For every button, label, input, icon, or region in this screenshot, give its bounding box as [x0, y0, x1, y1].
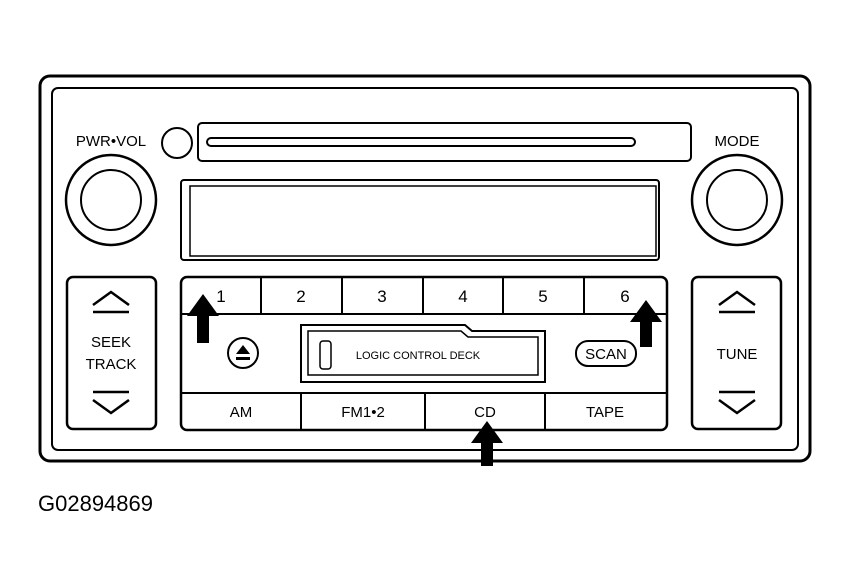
preset-5[interactable]: 5: [538, 287, 547, 306]
deck-label: LOGIC CONTROL DECK: [356, 350, 481, 362]
tune-down-icon[interactable]: [718, 390, 756, 415]
seek-down-icon[interactable]: [92, 390, 130, 415]
seek-up-icon[interactable]: [92, 290, 130, 314]
cassette-door[interactable]: [300, 324, 546, 383]
eject-icon: [236, 345, 250, 354]
display-screen-inner: [189, 185, 657, 257]
tune-up-icon[interactable]: [718, 290, 756, 314]
radio-outer-frame: [38, 74, 812, 463]
figure-id: G02894869: [38, 491, 153, 516]
tune-label: TUNE: [717, 346, 758, 363]
cd-button[interactable]: CD: [474, 404, 496, 421]
radio-inner-frame: [51, 87, 799, 451]
tape-button[interactable]: TAPE: [586, 404, 624, 421]
eject-button[interactable]: [227, 337, 259, 369]
disc-slot[interactable]: [206, 137, 636, 147]
preset-4[interactable]: 4: [458, 287, 467, 306]
pwr-vol-knob-cap: [80, 169, 142, 231]
preset-6[interactable]: 6: [620, 287, 629, 306]
cassette-window: [319, 340, 332, 370]
pwr-vol-knob[interactable]: [64, 153, 158, 247]
preset-2[interactable]: 2: [296, 287, 305, 306]
callout-arrow-cd: [471, 421, 503, 466]
mode-knob-cap: [706, 169, 768, 231]
seek-label: SEEK: [91, 334, 131, 351]
preset-row: [181, 277, 667, 315]
display-screen: [180, 179, 660, 261]
scan-button[interactable]: [575, 340, 637, 367]
indicator-led: [161, 127, 193, 159]
tune-button[interactable]: [690, 275, 783, 431]
preset-1[interactable]: 1: [216, 287, 225, 306]
band-row: [181, 392, 667, 430]
am-button[interactable]: AM: [230, 404, 253, 421]
fm-button[interactable]: FM1•2: [341, 404, 385, 421]
scan-label: SCAN: [585, 346, 627, 363]
callout-arrow-preset-6: [630, 300, 662, 347]
mode-label: MODE: [715, 133, 760, 150]
track-label: TRACK: [86, 356, 137, 373]
callout-arrow-preset-1: [187, 294, 219, 343]
pwr-vol-label: PWR•VOL: [76, 133, 146, 150]
preset-3[interactable]: 3: [377, 287, 386, 306]
cassette-door-inner: [307, 330, 539, 376]
disc-slot-bezel[interactable]: [197, 122, 692, 162]
mode-knob[interactable]: [690, 153, 784, 247]
seek-track-button[interactable]: [65, 275, 158, 431]
